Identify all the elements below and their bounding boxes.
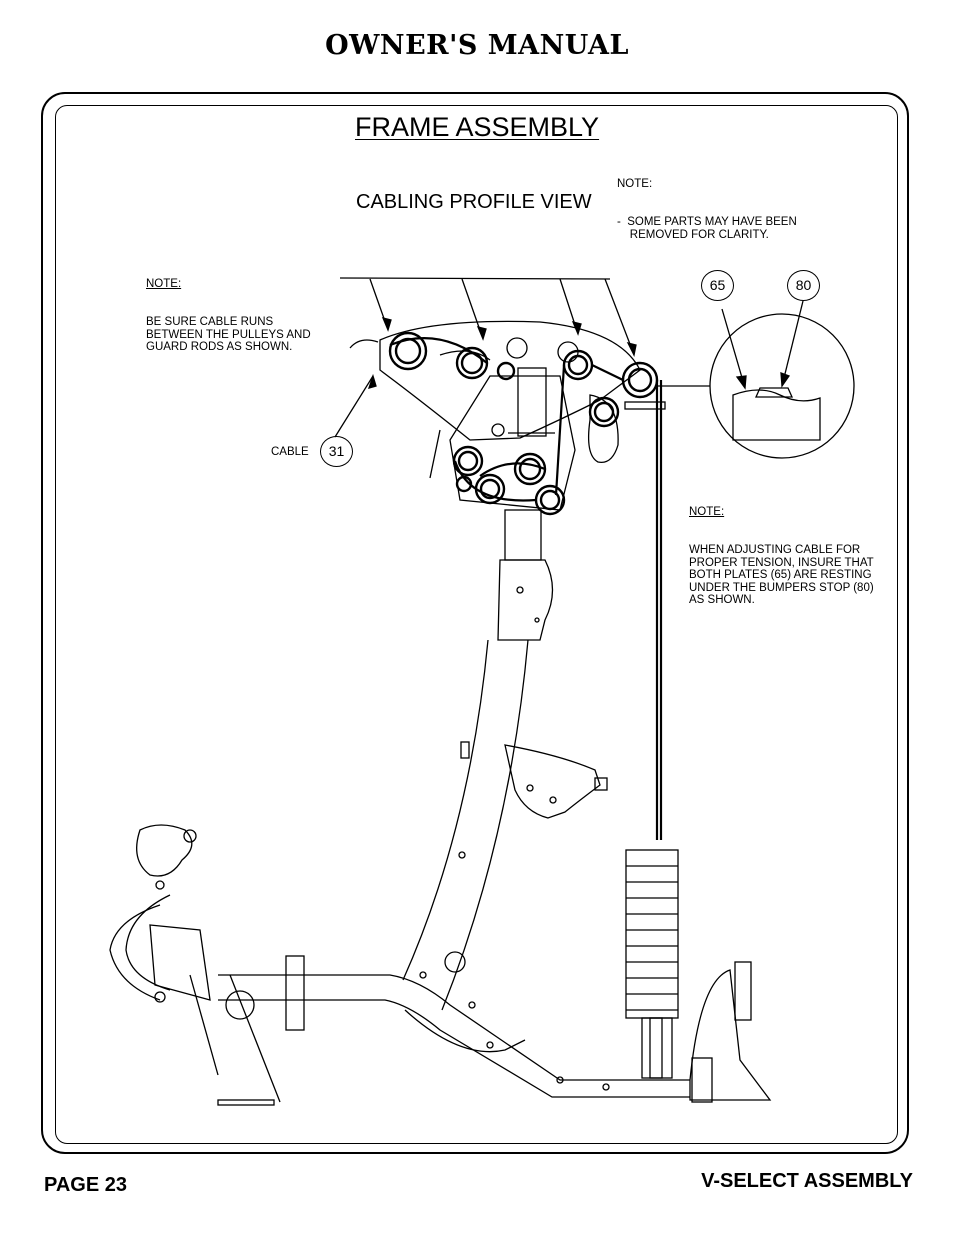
weight-stack xyxy=(625,849,679,1079)
cable-leader-line xyxy=(334,375,374,438)
main-column xyxy=(402,509,554,1011)
part-balloon-80: 80 xyxy=(787,270,820,301)
note-cable-runs: NOTE: BE SURE CABLE RUNS BETWEEN THE PUL… xyxy=(146,253,311,366)
section-title: FRAME ASSEMBLY xyxy=(355,112,600,142)
right-upright xyxy=(689,961,772,1103)
note-tension: NOTE: WHEN ADJUSTING CABLE FOR PROPER TE… xyxy=(689,481,874,620)
view-title: CABLING PROFILE VIEW xyxy=(356,191,592,213)
footer-doc-title: V-SELECT ASSEMBLY xyxy=(701,1170,913,1192)
frame-border-inner xyxy=(55,105,898,1144)
note-clarity-body: - SOME PARTS MAY HAVE BEEN REMOVED FOR C… xyxy=(617,215,797,241)
note-cable-runs-body: BE SURE CABLE RUNS BETWEEN THE PULLEYS A… xyxy=(146,315,311,354)
cable-callout-label: CABLE xyxy=(271,446,309,458)
cable-note-leaders xyxy=(339,277,637,357)
note-cable-runs-head: NOTE: xyxy=(146,278,182,291)
page-header-title: OWNER'S MANUAL xyxy=(325,30,629,61)
plate-bracket xyxy=(624,401,666,410)
part-balloon-31: 31 xyxy=(320,436,353,467)
cable-path xyxy=(389,337,663,840)
mid-bracket xyxy=(504,744,608,819)
note-tension-head: NOTE: xyxy=(689,506,725,519)
footer-page-number: PAGE 23 xyxy=(44,1174,127,1196)
frame-border-outer xyxy=(41,92,909,1154)
pulley-carriage xyxy=(429,367,576,511)
note-clarity-head: NOTE: xyxy=(617,178,653,191)
base-frame xyxy=(189,951,690,1106)
detail-view xyxy=(657,300,855,459)
leg-assembly xyxy=(109,824,255,1020)
part-balloon-65: 65 xyxy=(701,270,734,301)
cable-leader-arrow xyxy=(367,373,377,389)
note-clarity: NOTE: - SOME PARTS MAY HAVE BEEN REMOVED… xyxy=(617,153,797,254)
note-tension-body: WHEN ADJUSTING CABLE FOR PROPER TENSION,… xyxy=(689,543,874,607)
